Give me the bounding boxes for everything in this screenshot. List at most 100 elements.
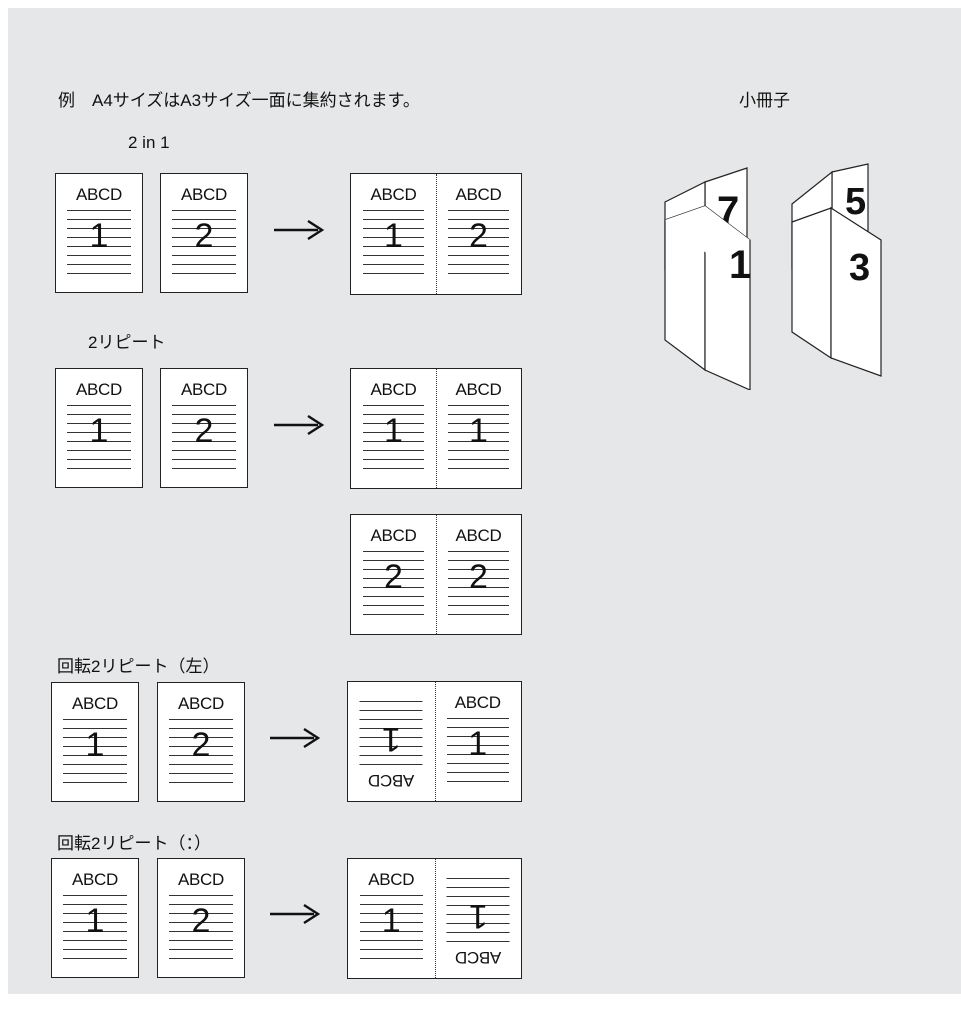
text-line <box>448 432 509 433</box>
text-line <box>448 578 509 579</box>
text-line <box>172 468 236 469</box>
arrow-right-icon <box>270 903 321 925</box>
booklet-b: 6 4 5 3 <box>791 163 882 377</box>
page-number: 1 <box>85 726 105 764</box>
page-number: 1 <box>89 412 109 450</box>
text-line <box>63 782 127 783</box>
text-line <box>448 423 509 424</box>
text-line <box>63 922 127 923</box>
page-number: 2 <box>191 902 211 940</box>
text-line <box>172 423 236 424</box>
text-line <box>360 764 423 765</box>
text-line <box>363 551 424 552</box>
page-header-text: ABCD <box>455 185 502 204</box>
example-caption: 例 A4サイズはA3サイズ一面に集約されます。 <box>58 91 420 110</box>
text-line <box>363 219 424 220</box>
page-number: 1 <box>89 217 109 255</box>
text-line <box>363 237 424 238</box>
text-line <box>363 414 424 415</box>
text-line <box>169 940 233 941</box>
arrow-right-icon <box>274 219 325 241</box>
fold-line <box>436 515 437 634</box>
text-line <box>363 264 424 265</box>
text-line <box>448 551 509 552</box>
text-line <box>448 228 509 229</box>
text-line <box>363 569 424 570</box>
section-label-rot-right: 回転2リピート（：） <box>57 834 211 853</box>
text-line <box>448 246 509 247</box>
text-line <box>67 228 131 229</box>
text-line <box>446 781 509 782</box>
page-number: 1 <box>469 412 488 450</box>
text-line <box>169 949 233 950</box>
page-number: 1 <box>384 217 403 255</box>
text-line <box>448 587 509 588</box>
source-page-rot-right-2: ABCD 2 <box>157 858 245 978</box>
text-line <box>172 246 236 247</box>
text-line <box>448 210 509 211</box>
text-line <box>67 219 131 220</box>
text-line <box>172 273 236 274</box>
text-line <box>63 755 127 756</box>
text-line <box>363 605 424 606</box>
text-line <box>360 710 423 711</box>
text-line <box>448 237 509 238</box>
text-line <box>448 405 509 406</box>
text-line <box>63 773 127 774</box>
text-line <box>448 264 509 265</box>
text-line <box>360 904 423 905</box>
page-header-text: ABCD <box>455 526 502 545</box>
fold-line <box>434 682 436 801</box>
page-number: 2 <box>194 217 214 255</box>
text-line <box>67 432 131 433</box>
text-line <box>63 764 127 765</box>
text-line <box>67 237 131 238</box>
text-line <box>169 746 233 747</box>
page-header-text: ABCD <box>180 380 228 399</box>
text-line <box>172 414 236 415</box>
booklet-a: 8 2 7 1 <box>661 167 751 390</box>
text-line <box>63 737 127 738</box>
text-line <box>169 913 233 914</box>
text-line <box>169 782 233 783</box>
text-line <box>363 459 424 460</box>
page-header-text: ABCD <box>71 870 119 889</box>
page-header-text: ABCD <box>454 693 501 712</box>
text-line <box>67 255 131 256</box>
text-line <box>360 913 423 914</box>
text-line <box>448 569 509 570</box>
text-line <box>63 913 127 914</box>
text-line <box>360 940 423 941</box>
text-line <box>63 904 127 905</box>
text-line <box>67 264 131 265</box>
booklet-illustration: 8 2 7 1 6 4 5 3 <box>661 163 882 390</box>
section-label-rot-left: 回転2リピート（左） <box>57 657 220 676</box>
page-number: 2 <box>469 558 488 596</box>
text-line <box>169 931 233 932</box>
text-line <box>363 560 424 561</box>
text-line <box>448 414 509 415</box>
page-header-text: ABCD <box>177 870 225 889</box>
text-line <box>67 273 131 274</box>
text-line <box>446 878 509 879</box>
text-line <box>360 949 423 950</box>
page-header-text: ABCD <box>71 694 119 713</box>
page-header-text: ABCD <box>368 771 415 790</box>
text-line <box>169 737 233 738</box>
text-line <box>63 949 127 950</box>
